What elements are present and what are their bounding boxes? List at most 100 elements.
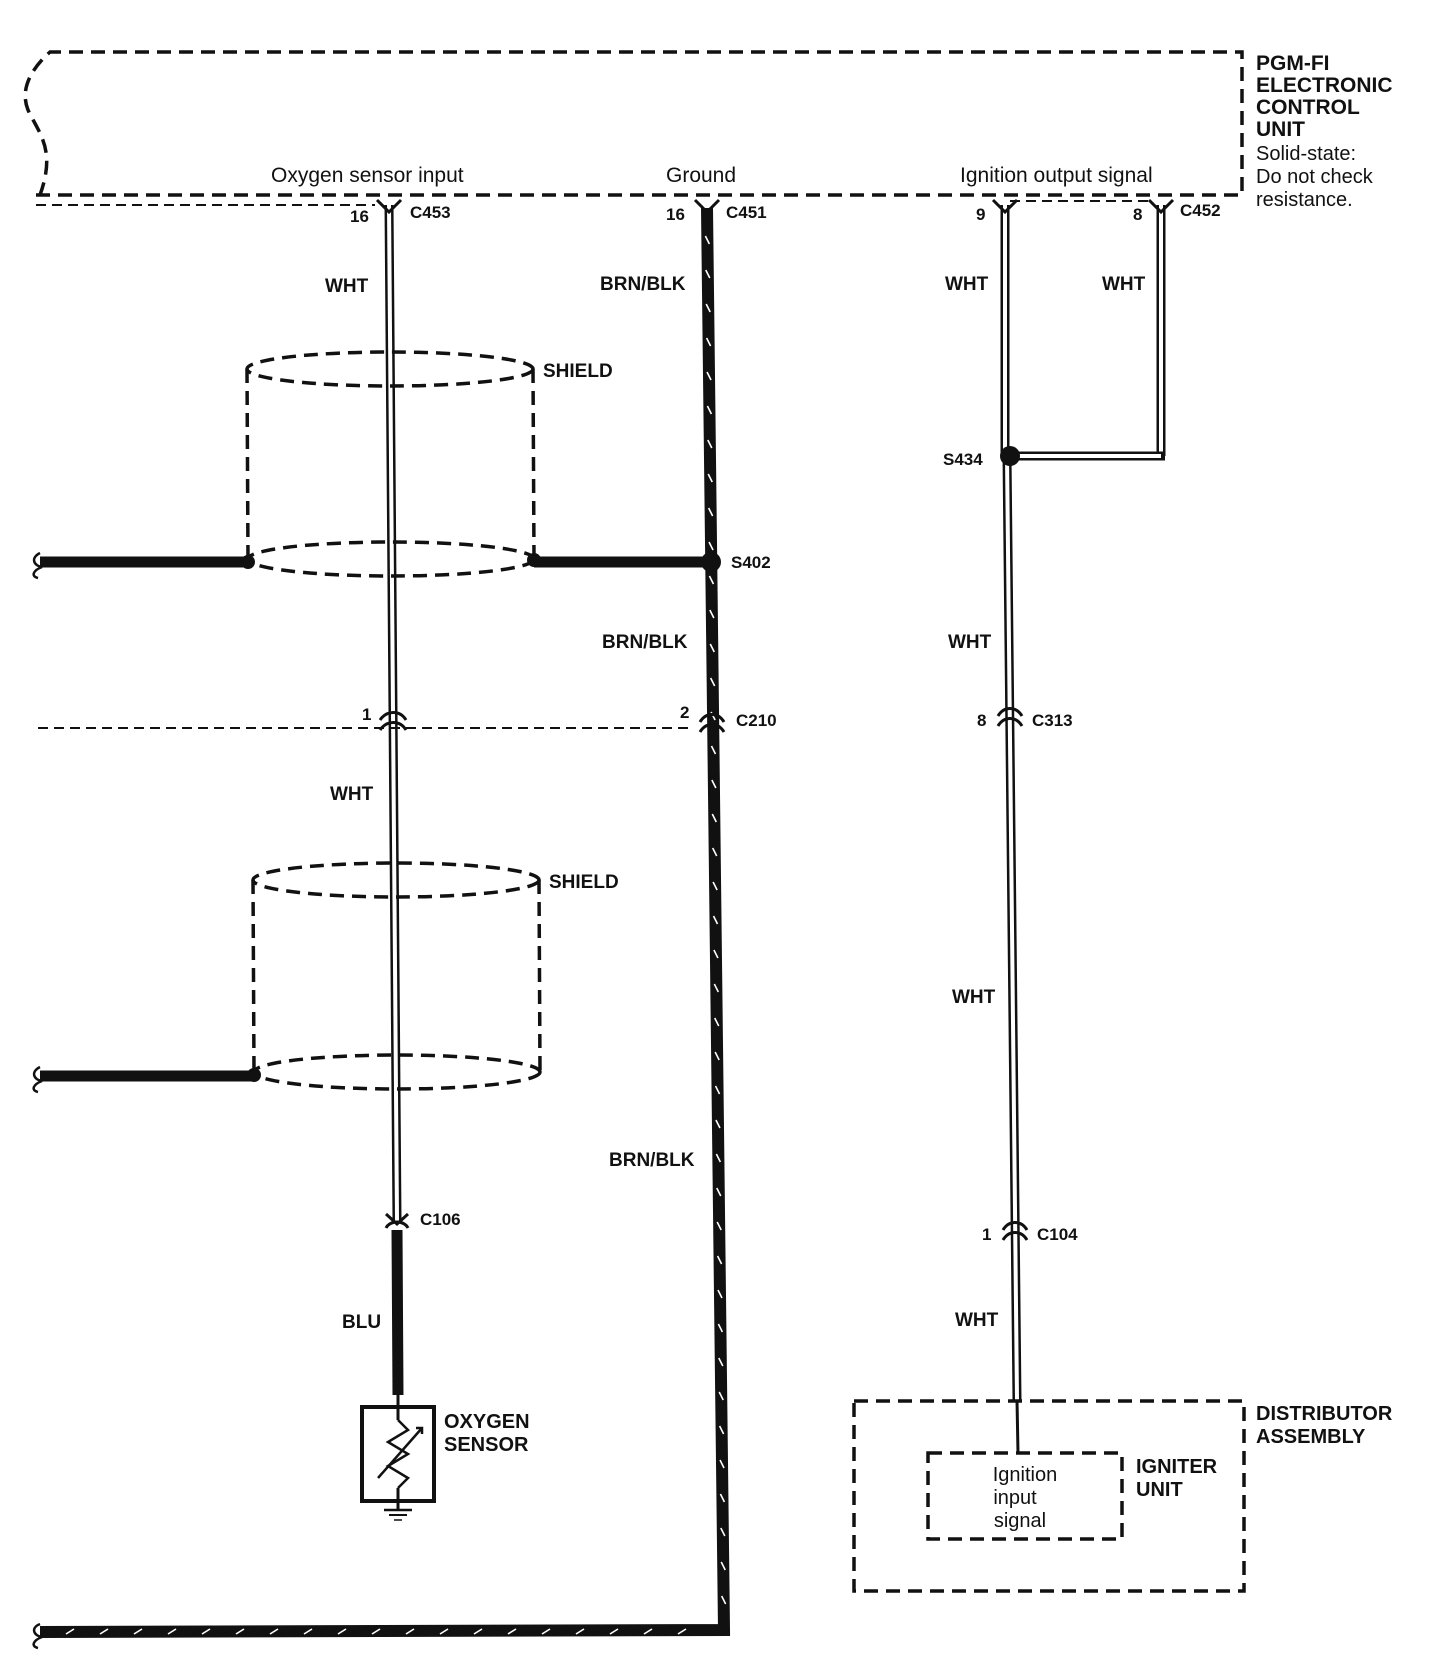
wire-hatch-mark (439, 1628, 449, 1635)
distributor-label-1: DISTRIBUTOR (1256, 1403, 1393, 1425)
wire-hatch-mark (720, 1595, 727, 1605)
wire-hatch-mark (709, 677, 716, 687)
ignition-wire (1000, 205, 1166, 1401)
distributor-label-2: ASSEMBLY (1256, 1426, 1366, 1448)
wire-hatch-mark (707, 507, 714, 517)
shield-label-1: SHIELD (543, 361, 613, 382)
igniter-input-label-2: input (993, 1487, 1037, 1509)
c453-label: C453 (410, 203, 451, 222)
wire-label-brn-blk-1: BRN/BLK (600, 274, 686, 295)
wire-hatch-mark (707, 473, 713, 483)
wire-hatch-mark (720, 1527, 726, 1537)
igniter-input-wire (1015, 1399, 1020, 1454)
s402-splice-icon (701, 552, 721, 572)
c313-pin: 8 (977, 711, 986, 730)
wire-hatch-mark (717, 1289, 723, 1299)
wire-hatch-mark (716, 1187, 722, 1197)
wire-hatch-mark (541, 1628, 551, 1635)
c210-connector-icon-2 (698, 713, 726, 733)
wire-hatch-mark (201, 1628, 211, 1635)
wire-hatch-mark (715, 1119, 721, 1129)
wire-hatch-mark (705, 337, 712, 347)
wire-hatch-mark (709, 609, 715, 619)
wire-hatch-mark (405, 1628, 415, 1635)
igniter-input-label-3: signal (994, 1510, 1046, 1532)
wire-hatch-mark (269, 1628, 279, 1635)
wire-label-blu: BLU (342, 1312, 381, 1333)
wire-hatch-mark (711, 779, 717, 789)
wire-hatch-mark (609, 1628, 619, 1635)
oxygen-sensor-label-1: OXYGEN (444, 1411, 530, 1433)
wire-hatch-mark (718, 1391, 724, 1401)
igniter-unit-box (926, 1451, 1124, 1541)
c452-label: C452 (1180, 201, 1221, 220)
wire-hatch-mark (713, 949, 719, 959)
wire-hatch-mark (167, 1628, 177, 1635)
igniter-label-2: UNIT (1136, 1479, 1183, 1501)
wire-label-wht-5: WHT (948, 632, 992, 653)
c451-label: C451 (726, 203, 767, 222)
wire-label-wht-3: WHT (945, 274, 989, 295)
ecu-title-4: UNIT (1256, 118, 1305, 141)
c104-pin: 1 (982, 1225, 991, 1244)
ignition-output-signal-label: Ignition output signal (960, 164, 1153, 187)
c210-label: C210 (736, 711, 777, 730)
wire-hatch-mark (715, 1153, 722, 1163)
s434-label: S434 (943, 450, 983, 469)
wire-hatch-mark (99, 1628, 109, 1635)
wire-hatch-mark (714, 1085, 721, 1095)
ecu-note-3: resistance. (1256, 189, 1353, 211)
wire-hatch-mark (371, 1628, 381, 1635)
wire-hatch-mark (720, 1561, 726, 1571)
wire-hatch-mark (337, 1628, 347, 1635)
c452-pin-b: 8 (1133, 205, 1142, 224)
c106-label: C106 (420, 1210, 461, 1229)
wire-label-wht-6: WHT (952, 987, 996, 1008)
ground-wire (39, 207, 731, 1638)
wire-hatch-mark (719, 1493, 726, 1503)
wire-hatch-mark (575, 1628, 585, 1635)
wire-hatch-mark (708, 541, 714, 551)
igniter-input-label-1: Ignition (993, 1464, 1058, 1486)
c453-connector-icon (375, 198, 403, 215)
c106-connector-icon (384, 1212, 410, 1229)
wire-hatch-mark (643, 1628, 653, 1635)
c452-pin-a: 9 (976, 205, 985, 224)
wire-hatch-mark (706, 371, 712, 381)
c452-connector-icon-2 (1147, 198, 1175, 215)
wire-hatch-mark (708, 575, 715, 585)
oxygen-sensor-icon (360, 1395, 436, 1521)
ground-label: Ground (666, 164, 736, 187)
oxygen-sensor-label-2: SENSOR (444, 1434, 529, 1456)
c451-connector-icon (693, 198, 721, 215)
wire-label-wht-1: WHT (325, 276, 369, 297)
wire-hatch-mark (711, 813, 718, 823)
wire-label-brn-blk-2: BRN/BLK (602, 632, 688, 653)
shield-2 (32, 861, 542, 1094)
wire-hatch-mark (65, 1628, 75, 1635)
wire-hatch-mark (710, 745, 717, 755)
ecu-note-1: Solid-state: (1256, 143, 1356, 165)
wire-hatch-mark (716, 1221, 722, 1231)
wire-hatch-mark (711, 847, 718, 857)
wire-hatch-mark (714, 1051, 720, 1061)
distributor-assembly-box (852, 1399, 1246, 1593)
wire-label-wht-7: WHT (955, 1310, 999, 1331)
shield-1 (32, 350, 710, 580)
ecu-box (23, 50, 1244, 206)
wire-hatch-mark (677, 1628, 687, 1635)
wire-label-wht-2: WHT (330, 784, 374, 805)
shield-label-2: SHIELD (549, 872, 619, 893)
ground-wire-break-icon (32, 1622, 43, 1650)
wire-hatch-mark (713, 983, 720, 993)
oxygen-sensor-input-label: Oxygen sensor input (271, 164, 464, 187)
wire-hatch-mark (718, 1425, 725, 1435)
wire-hatch-mark (705, 269, 711, 279)
wire-hatch-mark (235, 1628, 245, 1635)
c210-connector-icon-1 (378, 711, 408, 731)
s402-label: S402 (731, 553, 771, 572)
wire-hatch-mark (706, 405, 713, 415)
wire-label-wht-4: WHT (1102, 274, 1146, 295)
c104-connector-icon (1001, 1221, 1029, 1241)
